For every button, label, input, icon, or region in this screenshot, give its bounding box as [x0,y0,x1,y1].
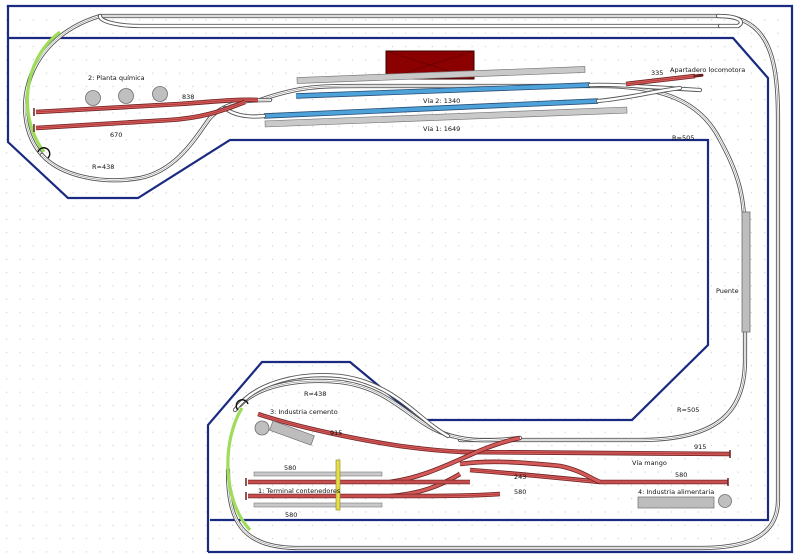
container-platform-bottom [253,502,383,508]
siding-planta-quimica-838 [35,97,259,115]
label-length-670: 670 [110,131,122,139]
via-2-track [295,82,591,99]
label-length-580-mid: 580 [514,488,526,496]
siding-industria-cemento-915 [257,411,471,455]
chemical-silo-1 [85,90,101,106]
baseboard-outline-upper [8,36,770,522]
bridge-puente [741,211,751,333]
upper-return-loop [39,97,273,183]
label-length-580-top: 580 [284,464,296,472]
container-platform-top [253,471,383,477]
label-length-580-right: 580 [675,471,687,479]
label-planta-quimica: 2: Planta química [88,74,145,82]
label-radius-top-left: R=438 [92,163,114,171]
main-loop-track [22,13,781,551]
helix-marker-upper [37,147,51,159]
label-length-838: 838 [182,93,194,101]
label-radius-right-top: R=505 [672,134,694,142]
baseboard-outline-outer [6,4,794,554]
label-terminal-contenedores: 1: Terminal contenedores [258,487,341,495]
helix-upper-green [25,30,61,153]
food-industry-building [637,496,715,509]
label-industria-cemento: 3: Industria cemento [270,408,338,416]
siding-via-mango-915 [459,449,731,457]
chemical-silo-2 [118,88,134,104]
label-apartadero-locomotora: Apartadero locomotora [670,66,745,74]
cement-building [269,420,315,446]
platform-top [296,66,586,84]
label-length-915-cement: 915 [330,429,342,437]
platform-bottom [264,106,628,128]
inner-loop-track [257,83,748,443]
label-length-915-mango: 915 [694,443,706,451]
label-length-335: 335 [651,69,663,77]
via-1-track [263,98,599,119]
label-radius-lower-loop: R=438 [304,390,326,398]
baseboard-outline-top-left [6,38,710,552]
helix-marker-lower [235,399,249,411]
cement-silo [254,420,270,436]
station-approach-tracks [222,82,703,119]
siding-terminal-580-bottom [248,491,501,499]
label-puente: Puente [716,287,739,295]
helix-lower-green [226,407,252,532]
outer-top-track-2 [97,13,744,29]
label-length-580-bottom: 580 [285,511,297,519]
container-crane [335,459,341,511]
label-radius-right-bottom: R=505 [677,406,699,414]
siding-243 [459,459,601,485]
siding-planta-quimica-670 [35,99,246,131]
food-industry-silo [718,494,732,508]
chemical-silo-3 [152,86,168,102]
label-via-1: Vía 1: 1649 [423,125,460,133]
label-via-2: Vía 2: 1340 [423,97,460,105]
label-via-mango: Vía mango [632,459,667,467]
label-length-243: 243 [514,473,526,481]
lower-yard-buffer-stops [245,450,731,500]
siding-apartadero-locomotora [625,73,704,87]
label-industria-alimentaria: 4: Industria alimentaria [638,488,714,496]
lower-return-loop [232,373,523,443]
